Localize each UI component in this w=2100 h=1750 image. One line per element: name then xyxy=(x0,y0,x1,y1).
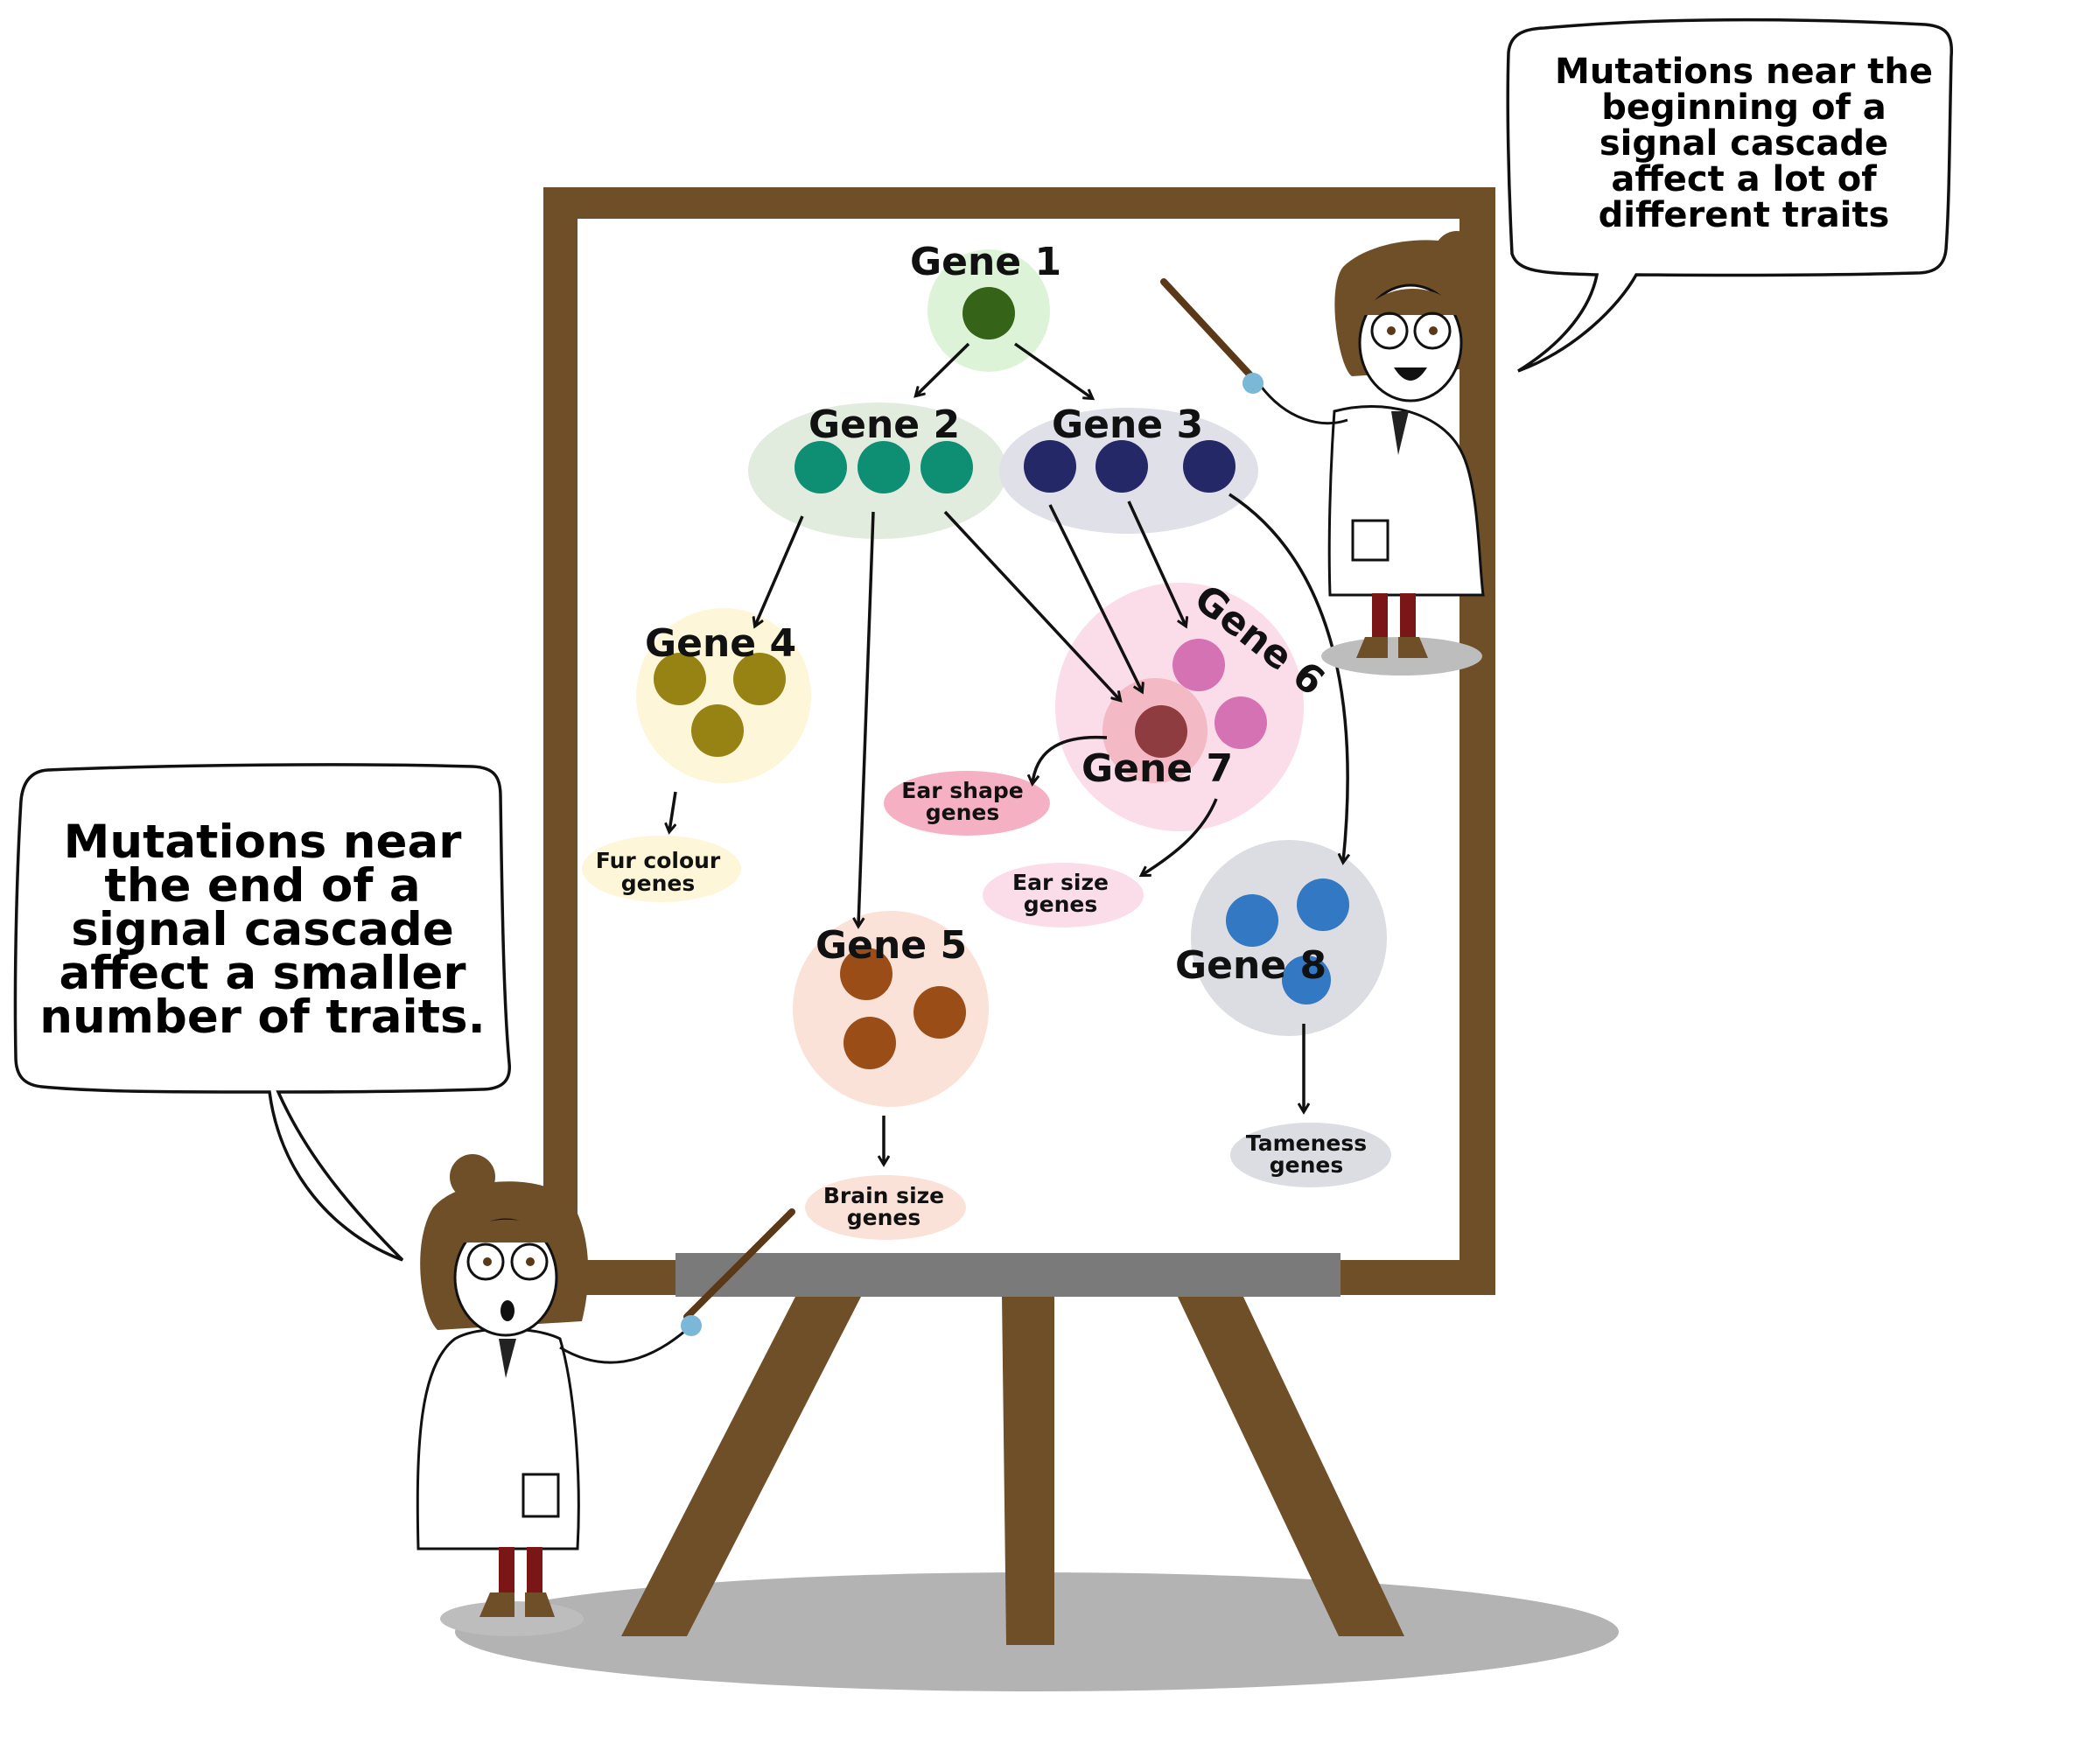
cascade-arrows xyxy=(669,342,1348,1164)
trait-fur-colour: Fur colour genes xyxy=(596,848,721,896)
gene1-label: Gene 1 xyxy=(910,240,1061,284)
trait-ear-shape: Ear shape genes xyxy=(901,778,1023,825)
gene4-dots xyxy=(654,653,786,757)
gene1-dots xyxy=(962,287,1015,340)
trait-ear-shape-line2: genes xyxy=(926,800,1000,825)
gene2-dots xyxy=(794,441,973,494)
speech-bubble-left xyxy=(13,763,511,1262)
gene7-dots xyxy=(1135,705,1187,758)
gene5-dots xyxy=(840,948,966,1069)
gene4-label: Gene 4 xyxy=(645,621,796,666)
trait-brain-size-line1: Brain size xyxy=(823,1183,944,1208)
gene8-label: Gene 8 xyxy=(1175,943,1326,988)
trait-ear-size-line1: Ear size xyxy=(1012,870,1109,895)
trait-ear-shape-line1: Ear shape xyxy=(901,778,1023,803)
gene2-label: Gene 2 xyxy=(808,402,960,447)
speech-text-left: Mutations near the end of a signal casca… xyxy=(39,816,486,1044)
gene8-dots xyxy=(1226,878,1349,1004)
scientist-right xyxy=(1160,231,1494,676)
easel-legs xyxy=(621,1295,1404,1645)
scientist-left xyxy=(416,1154,795,1636)
gene6-dots xyxy=(1172,639,1267,749)
trait-tameness-line2: genes xyxy=(1270,1152,1344,1178)
speech-text-right: Mutations near the beginning of a signal… xyxy=(1555,52,1933,235)
easel-tray xyxy=(676,1253,1340,1297)
trait-brain-size-line2: genes xyxy=(847,1205,921,1230)
trait-fur-colour-line1: Fur colour xyxy=(596,848,721,873)
gene3-label: Gene 3 xyxy=(1052,402,1203,447)
trait-tameness: Tameness genes xyxy=(1246,1130,1367,1178)
trait-brain-size: Brain size genes xyxy=(823,1183,944,1230)
trait-ear-size-line2: genes xyxy=(1024,892,1098,917)
gene3-dots xyxy=(1024,440,1236,493)
trait-fur-colour-line2: genes xyxy=(621,871,696,896)
gene5-label: Gene 5 xyxy=(816,923,967,968)
trait-ear-size: Ear size genes xyxy=(1012,870,1109,917)
speech-bubble-right xyxy=(1506,18,1954,373)
trait-tameness-line1: Tameness xyxy=(1246,1130,1367,1156)
gene7-label: Gene 7 xyxy=(1082,746,1233,791)
